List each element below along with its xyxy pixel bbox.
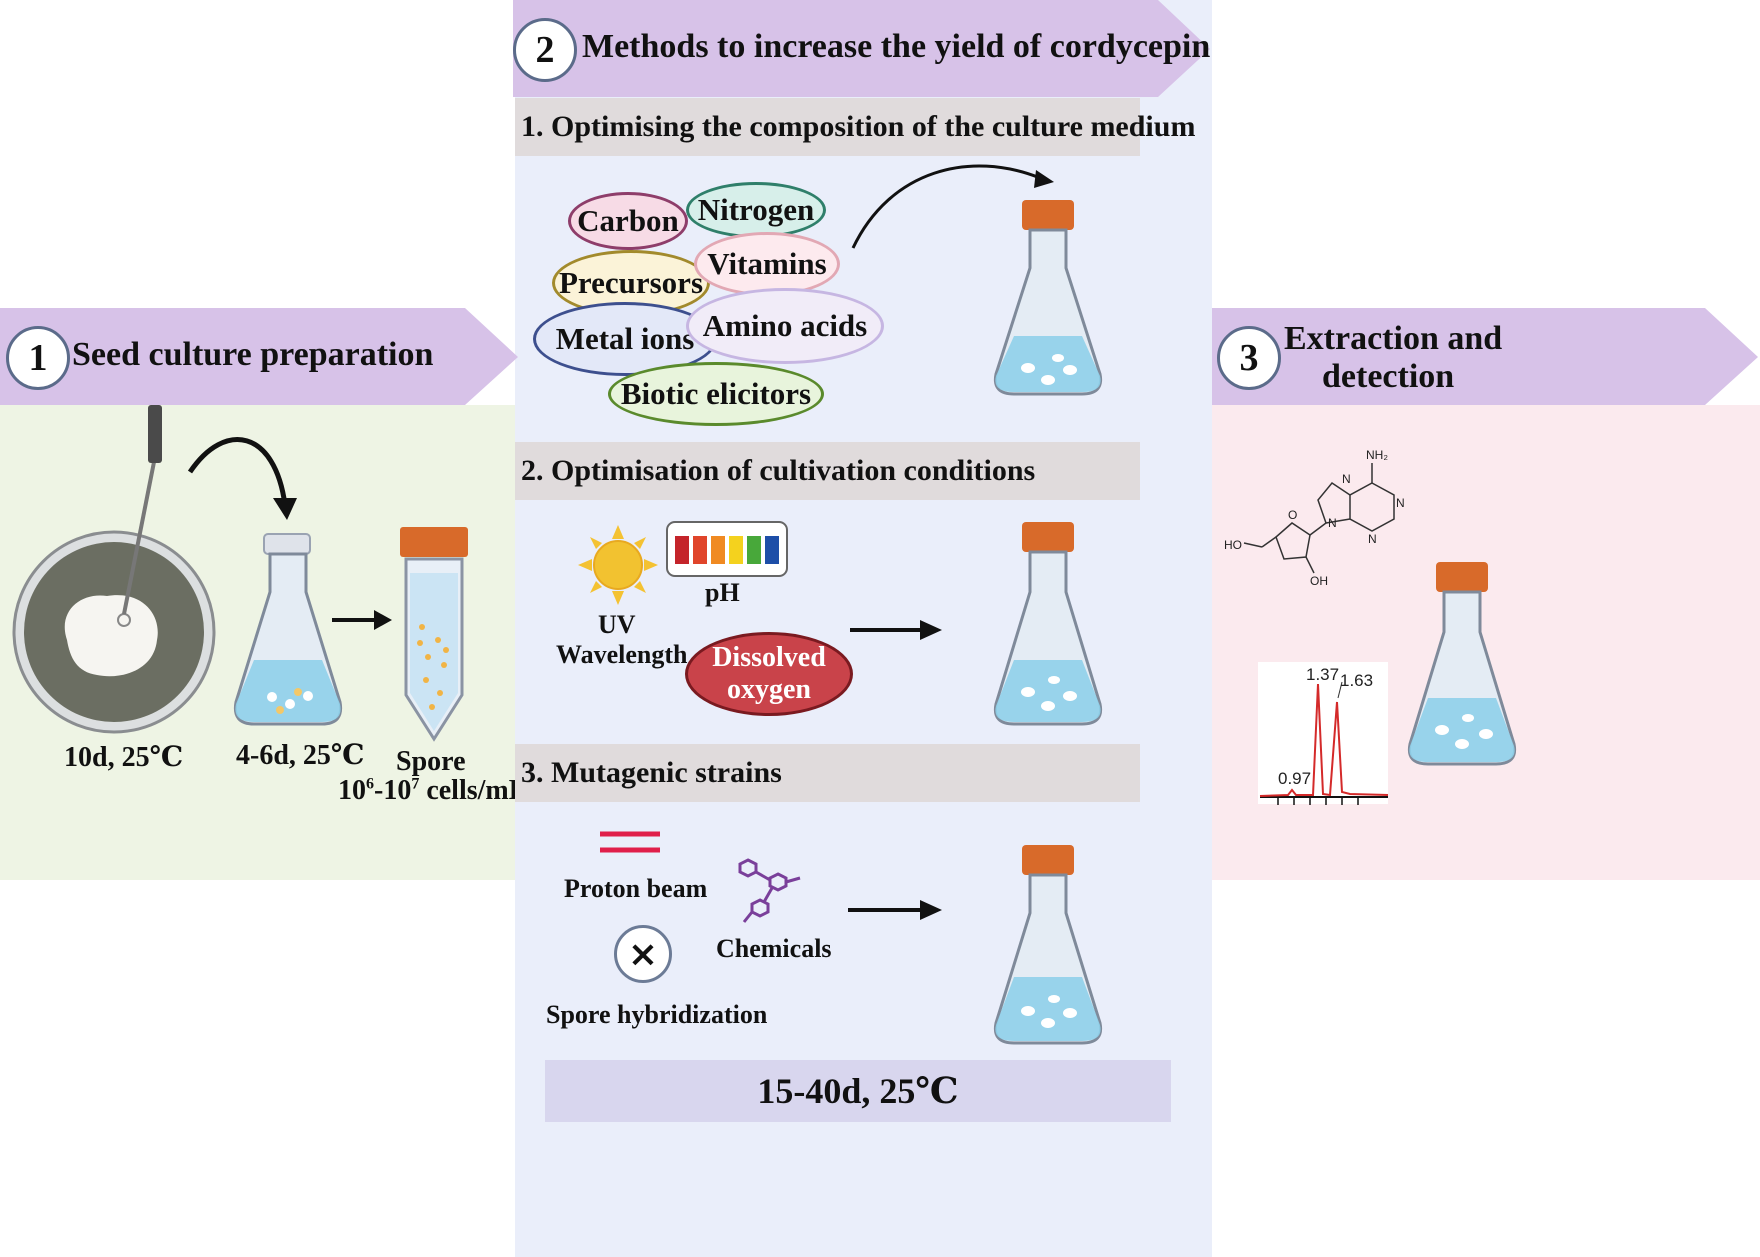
plate-label: 10d, 25℃ [64, 742, 184, 773]
duration-footer-label: 15-40d, 25℃ [757, 1071, 959, 1111]
mol-nh2: NH₂ [1366, 448, 1388, 462]
section1-title: Seed culture preparation [72, 336, 434, 373]
curved-arrow-icon-2 [851, 164, 1054, 249]
duration-footer: 15-40d, 25℃ [545, 1060, 1171, 1122]
proton-beam-icon [600, 831, 660, 853]
flask-extraction-icon [1407, 562, 1517, 766]
section3-banner [1212, 308, 1758, 405]
cordycepin-molecule-icon: NH₂ N N N N O HO OH [1224, 448, 1405, 588]
mol-n2: N [1396, 496, 1405, 510]
arrow-icon-2 [850, 620, 942, 640]
spore-hybridization-label: Spore hybridization [546, 1000, 768, 1029]
curved-arrow-icon [187, 437, 297, 520]
arrow-icon [332, 610, 392, 630]
spore-label: Spore [396, 746, 466, 777]
chromatogram-chart: 0.97 1.37 1.63 [1258, 662, 1389, 805]
section1-number-badge: 1 [6, 326, 70, 390]
mol-n3: N [1368, 532, 1377, 546]
flask-label: 4-6d, 25℃ [236, 740, 365, 771]
nutrient-vitamins: Vitamins [694, 232, 840, 296]
chemicals-icon [738, 858, 801, 923]
nutrient-carbon: Carbon [568, 192, 688, 250]
section3-title-line1: Extraction and [1284, 320, 1503, 357]
subsection-medium-header: 1. Optimising the composition of the cul… [515, 98, 1195, 156]
mol-ho: HO [1224, 538, 1242, 552]
spore-tube-icon [400, 527, 468, 742]
cross-icon: × [627, 933, 659, 975]
flask-mutagenic-icon [993, 845, 1103, 1045]
dissolved-oxygen-badge: Dissolved oxygen [685, 632, 853, 716]
subsection-conditions-header: 2. Optimisation of cultivation condition… [515, 442, 1140, 500]
mol-n1: N [1342, 472, 1351, 486]
petri-dish-icon [12, 405, 216, 734]
sun-icon [578, 525, 658, 605]
peak-label-2: 1.63 [1340, 671, 1373, 690]
flask-medium-icon [993, 200, 1103, 396]
subsection-mutagenic-header: 3. Mutagenic strains [515, 744, 1140, 802]
chemicals-label: Chemicals [716, 934, 832, 963]
nutrient-precursors: Precursors [552, 250, 710, 316]
dissolved-oxygen-line1: Dissolved [712, 642, 826, 673]
nutrient-amino-acids: Amino acids [686, 288, 884, 364]
mol-oh: OH [1310, 574, 1328, 588]
ph-strip-icon [666, 521, 788, 577]
section1-banner [0, 308, 518, 405]
peak-label-1: 1.37 [1306, 665, 1339, 684]
section2-number-badge: 2 [513, 18, 577, 82]
dissolved-oxygen-line2: oxygen [727, 674, 811, 705]
section2-title: Methods to increase the yield of cordyce… [582, 28, 1211, 65]
ph-label: pH [705, 578, 740, 607]
proton-beam-label: Proton beam [564, 874, 708, 903]
mol-n4: N [1328, 516, 1337, 530]
nutrient-biotic-elicitors: Biotic elicitors [608, 362, 824, 426]
flask-icon [233, 533, 343, 726]
nutrient-nitrogen: Nitrogen [686, 182, 826, 238]
spore-concentration-label: 106-107 cells/mL [338, 775, 528, 806]
flask-conditions-icon [993, 522, 1103, 726]
peak-label-0: 0.97 [1278, 769, 1311, 788]
section2-banner [513, 0, 1210, 97]
arrow-icon-3 [848, 900, 942, 920]
section3-title-line2: detection [1322, 358, 1455, 395]
mol-o: O [1288, 508, 1297, 522]
section3-number-badge: 3 [1217, 326, 1281, 390]
hybrid-cross-badge: × [614, 925, 672, 983]
wavelength-label: Wavelength [556, 640, 688, 669]
uv-label: UV [598, 610, 636, 639]
